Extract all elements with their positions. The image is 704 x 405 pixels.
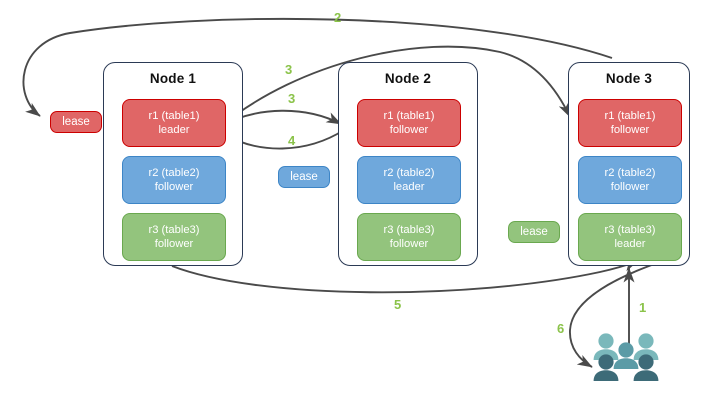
arrow-step-5 <box>171 260 639 294</box>
replica-name: r1 (table1) <box>148 110 200 122</box>
arrow-step-2 <box>22 17 613 117</box>
node-2-container[interactable]: Node 2 r1 (table1) follower r2 (table2) … <box>338 62 478 266</box>
node-2-replica-r3[interactable]: r3 (table3) follower <box>357 213 461 261</box>
replica-name: r3 (table3) <box>604 224 656 236</box>
step-label-1: 1 <box>639 300 647 315</box>
replica-name: r2 (table2) <box>383 167 435 179</box>
replica-name: r1 (table1) <box>383 110 435 122</box>
node-3-replica-r1[interactable]: r1 (table1) follower <box>578 99 682 147</box>
replica-name: r2 (table2) <box>604 167 656 179</box>
lease-badge-blue[interactable]: lease <box>278 166 330 188</box>
replica-role: follower <box>389 124 429 136</box>
arrow-step-3-long <box>220 45 571 127</box>
step-label-2: 2 <box>334 10 342 25</box>
replica-role: follower <box>610 124 650 136</box>
step-label-6: 6 <box>557 321 565 336</box>
replica-role: leader <box>158 124 190 136</box>
node-2-title: Node 2 <box>384 71 432 86</box>
node-2-replica-r2[interactable]: r2 (table2) leader <box>357 156 461 204</box>
step-label-3b: 3 <box>288 91 296 106</box>
node-2-replica-r1[interactable]: r1 (table1) follower <box>357 99 461 147</box>
node-3-container[interactable]: Node 3 r1 (table1) follower r2 (table2) … <box>568 62 690 266</box>
node-3-title: Node 3 <box>605 71 653 86</box>
replica-role: follower <box>389 238 429 250</box>
node-3-replica-r2[interactable]: r2 (table2) follower <box>578 156 682 204</box>
node-1-title: Node 1 <box>149 71 197 86</box>
step-label-5: 5 <box>394 297 402 312</box>
replica-role: follower <box>610 181 650 193</box>
replica-role: leader <box>393 181 425 193</box>
replica-role: follower <box>154 181 194 193</box>
lease-badge-green[interactable]: lease <box>508 221 560 243</box>
replica-name: r2 (table2) <box>148 167 200 179</box>
node-1-replica-r2[interactable]: r2 (table2) follower <box>122 156 226 204</box>
node-1-replica-r3[interactable]: r3 (table3) follower <box>122 213 226 261</box>
replica-role: leader <box>614 238 646 250</box>
replica-name: r1 (table1) <box>604 110 656 122</box>
users-group-icon <box>593 333 659 381</box>
lease-badge-red[interactable]: lease <box>50 111 102 133</box>
node-1-replica-r1[interactable]: r1 (table1) leader <box>122 99 226 147</box>
node-3-replica-r3[interactable]: r3 (table3) leader <box>578 213 682 261</box>
replica-name: r3 (table3) <box>383 224 435 236</box>
node-1-container[interactable]: Node 1 r1 (table1) leader r2 (table2) fo… <box>103 62 243 266</box>
replica-role: follower <box>154 238 194 250</box>
arrow-step-6 <box>569 261 661 368</box>
step-label-4: 4 <box>288 133 296 148</box>
replica-name: r3 (table3) <box>148 224 200 236</box>
step-label-3a: 3 <box>285 62 293 77</box>
